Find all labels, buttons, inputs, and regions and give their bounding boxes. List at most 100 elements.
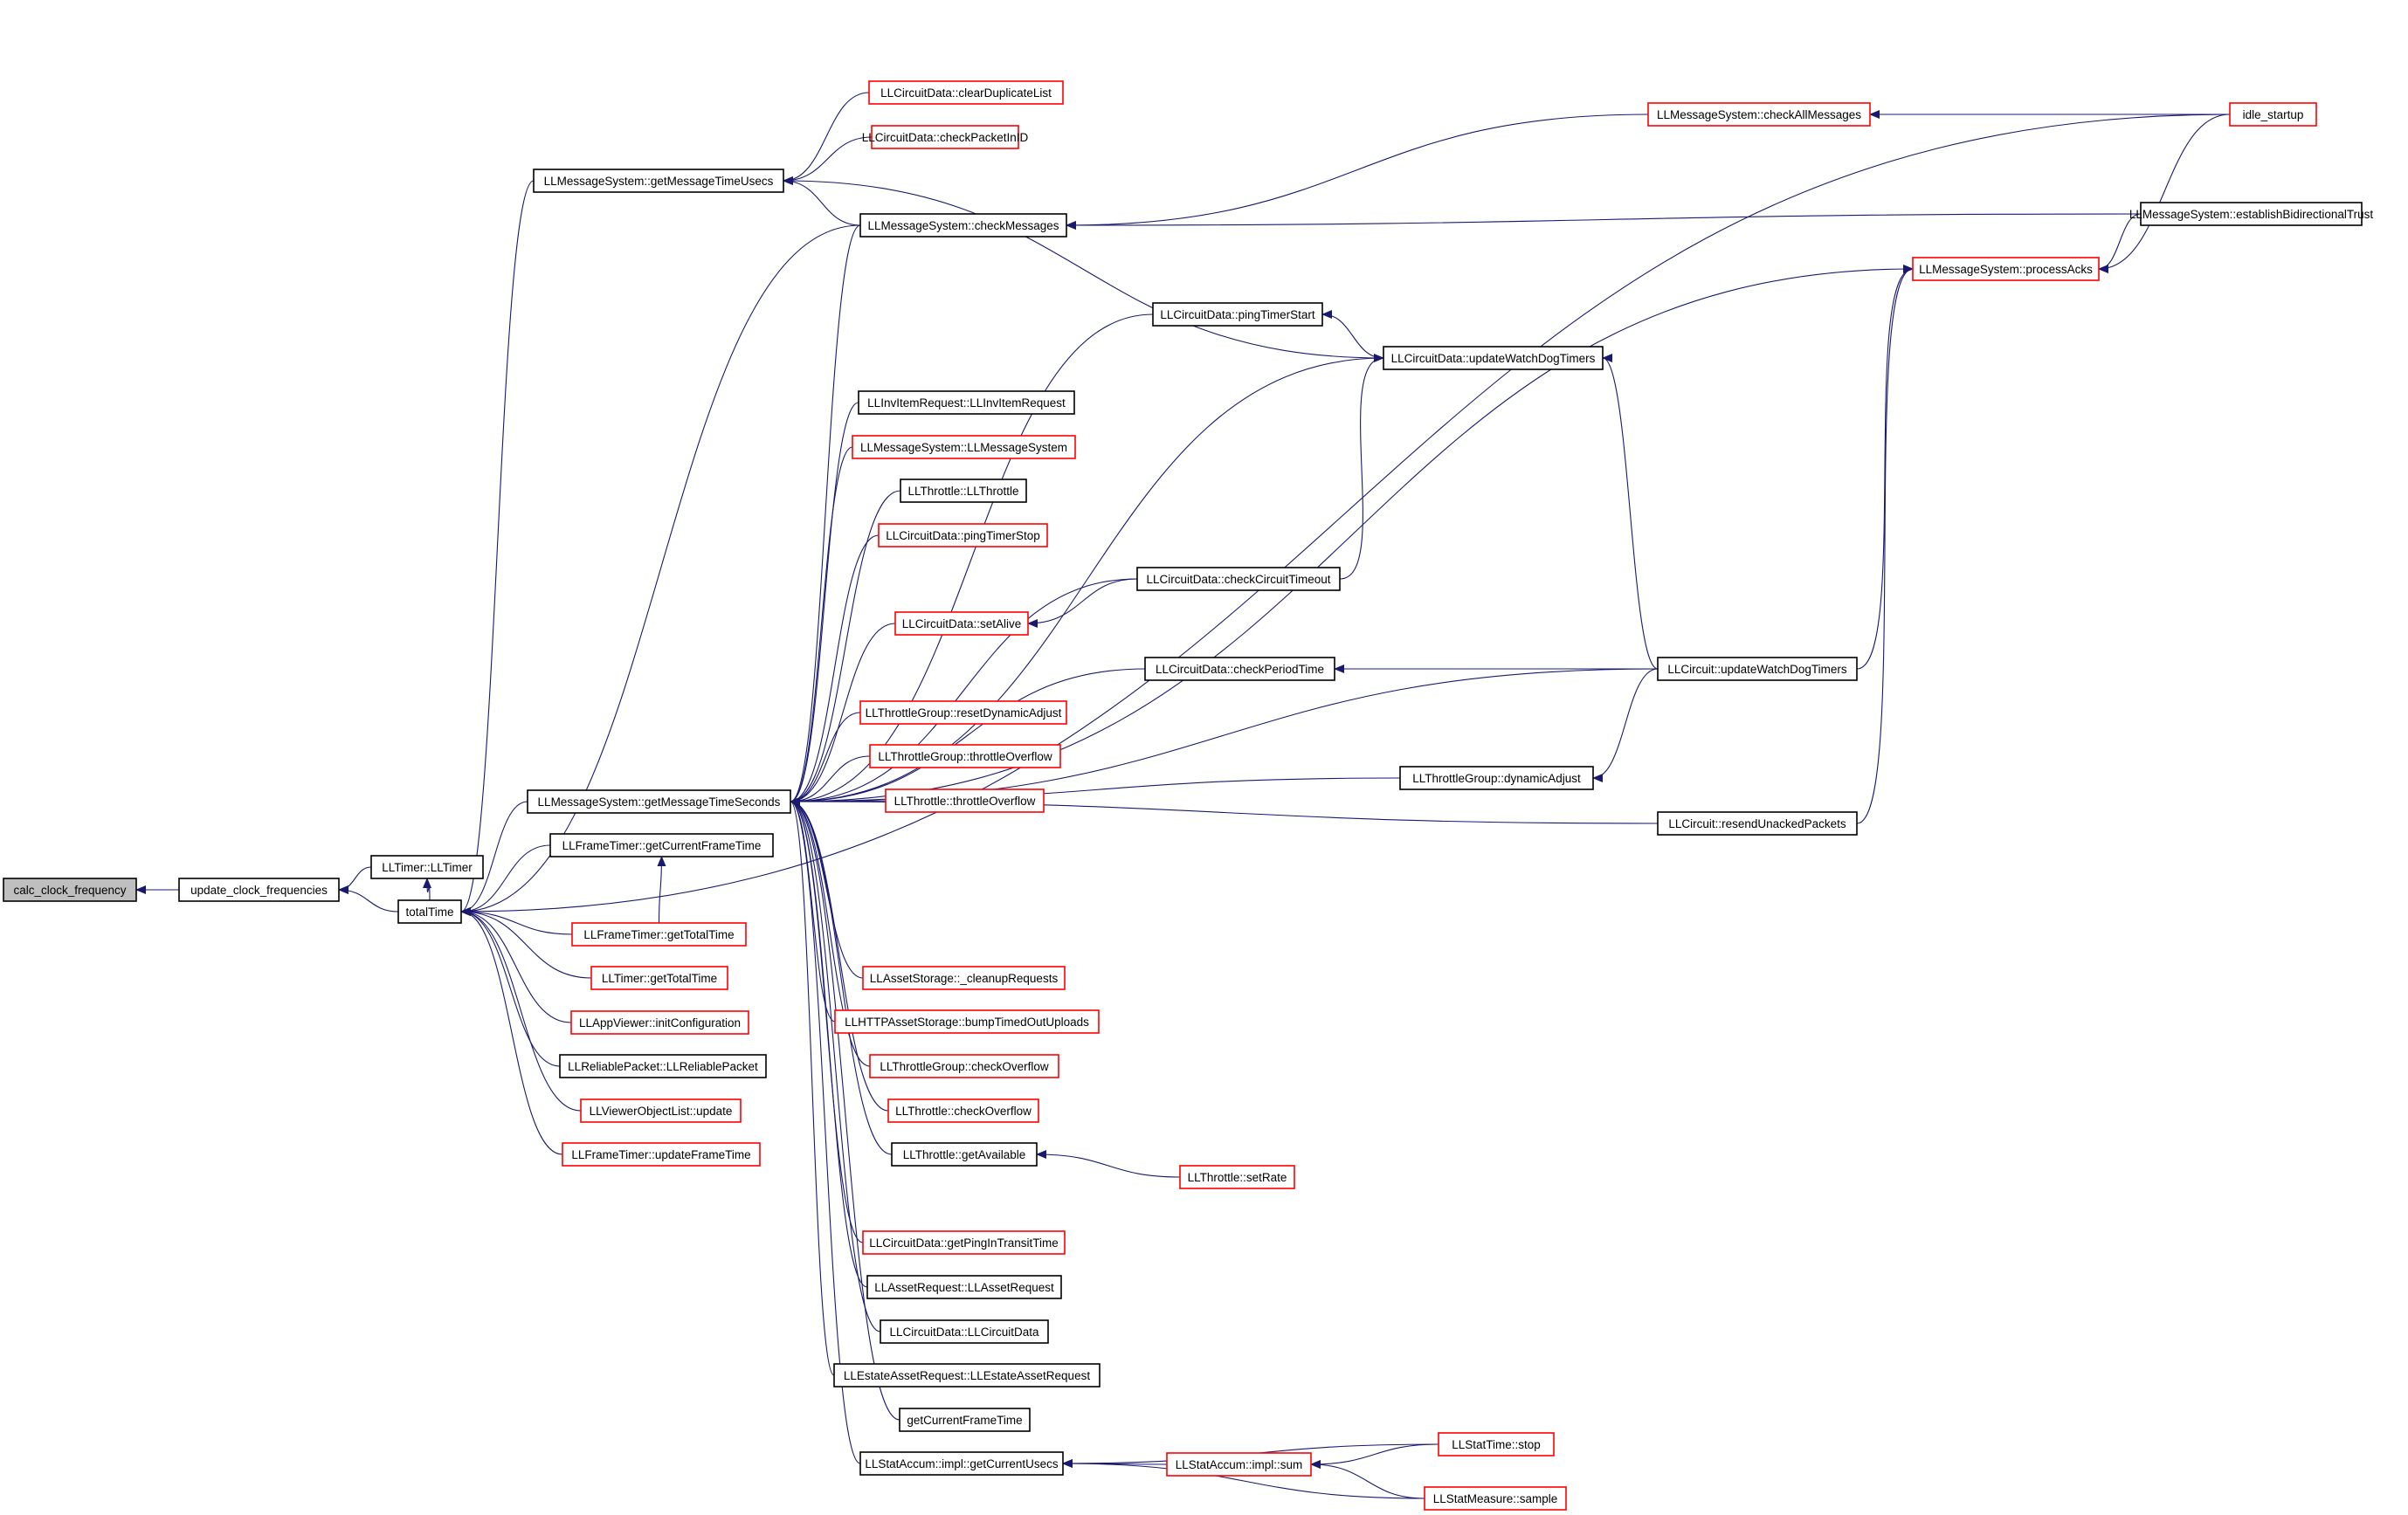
call-edge — [338, 885, 399, 912]
node-box-truncated — [1912, 257, 2100, 281]
graph-node[interactable]: LLThrottle::throttleOverflow — [885, 788, 1045, 813]
graph-node[interactable]: LLThrottleGroup::resetDynamicAdjust — [859, 700, 1067, 725]
call-edge — [783, 92, 870, 185]
graph-node[interactable]: LLViewerObjectList::update — [580, 1098, 742, 1123]
call-edge — [790, 534, 880, 806]
graph-node[interactable]: LLReliablePacket::LLReliablePacket — [559, 1054, 767, 1078]
call-edge — [1310, 1460, 1425, 1499]
graph-node[interactable]: LLThrottle::setRate — [1179, 1165, 1295, 1189]
node-box-truncated — [571, 922, 747, 947]
call-edge — [790, 668, 1146, 806]
graph-node[interactable]: LLTimer::LLTimer — [370, 855, 484, 879]
call-edge — [790, 402, 859, 806]
graph-node[interactable]: LLAppViewer::initConfiguration — [570, 1010, 749, 1035]
node-label: LLStatAccum::impl::sum — [1176, 1458, 1303, 1471]
graph-node[interactable]: getCurrentFrameTime — [899, 1408, 1031, 1432]
call-edge — [460, 907, 582, 1112]
node-label: update_clock_frequencies — [190, 884, 328, 897]
node-label: LLMessageSystem::processAcks — [1919, 263, 2093, 276]
graph-node[interactable]: LLFrameTimer::updateFrameTime — [562, 1142, 761, 1167]
graph-node[interactable]: LLStatAccum::impl::sum — [1166, 1452, 1312, 1477]
node-label: LLFrameTimer::updateFrameTime — [571, 1148, 750, 1161]
graph-node[interactable]: LLEstateAssetRequest::LLEstateAssetReque… — [833, 1363, 1101, 1388]
node-box-truncated — [869, 744, 1061, 768]
node-box-truncated — [834, 1009, 1100, 1034]
node-label: LLAssetStorage::_cleanupRequests — [870, 972, 1059, 985]
graph-node[interactable]: LLCircuitData::setAlive — [894, 611, 1029, 636]
graph-node[interactable]: LLCircuit::resendUnackedPackets — [1657, 811, 1858, 836]
graph-node[interactable]: LLFrameTimer::getTotalTime — [571, 922, 747, 947]
graph-node[interactable]: LLCircuitData::checkPacketInID — [862, 125, 1029, 149]
node-label: LLStatMeasure::sample — [1433, 1492, 1558, 1505]
call-edge — [790, 797, 861, 1464]
node-box-truncated — [862, 1230, 1066, 1255]
graph-node[interactable]: totalTime — [397, 899, 462, 924]
graph-node[interactable]: LLThrottle::LLThrottle — [900, 479, 1027, 503]
graph-node[interactable]: LLCircuitData::checkPeriodTime — [1144, 657, 1335, 681]
graph-node[interactable]: LLInvItemRequest::LLInvItemRequest — [858, 390, 1075, 415]
node-label: LLThrottle::throttleOverflow — [894, 795, 1036, 808]
graph-node[interactable]: idle_startup — [2229, 102, 2317, 127]
graph-node[interactable]: LLTimer::getTotalTime — [590, 966, 728, 990]
node-box — [527, 789, 791, 814]
node-box — [859, 213, 1067, 238]
graph-node[interactable]: LLThrottle::getAvailable — [891, 1142, 1038, 1167]
graph-node[interactable]: LLMessageSystem::establishBidirectionalT… — [2129, 202, 2374, 226]
graph-node[interactable]: LLMessageSystem::processAcks — [1912, 257, 2100, 281]
call-edge — [790, 578, 1138, 806]
node-box — [899, 1408, 1031, 1432]
node-label: calc_clock_frequency — [13, 884, 126, 897]
call-edge — [790, 490, 901, 806]
graph-node[interactable]: LLStatAccum::impl::getCurrentUsecs — [859, 1451, 1064, 1476]
node-label: LLMessageSystem::establishBidirectionalT… — [2129, 208, 2374, 221]
call-edge — [657, 856, 666, 924]
graph-node[interactable]: update_clock_frequencies — [178, 878, 340, 902]
node-box — [833, 1363, 1101, 1388]
node-label: LLFrameTimer::getTotalTime — [583, 928, 734, 941]
graph-node[interactable]: LLAssetStorage::_cleanupRequests — [862, 966, 1066, 990]
graph-node[interactable]: LLFrameTimer::getCurrentFrameTime — [549, 833, 774, 857]
node-box-truncated — [1179, 1165, 1295, 1189]
node-box — [1657, 657, 1858, 681]
graph-node[interactable]: LLCircuitData::checkCircuitTimeout — [1136, 567, 1341, 591]
node-box-truncated — [852, 435, 1076, 459]
node-box-truncated — [1166, 1452, 1312, 1477]
graph-node[interactable]: LLCircuitData::clearDuplicateList — [868, 80, 1064, 105]
graph-node[interactable]: LLHTTPAssetStorage::bumpTimedOutUploads — [834, 1009, 1100, 1034]
node-label: LLThrottle::setRate — [1188, 1171, 1287, 1184]
node-label: idle_startup — [2243, 108, 2304, 121]
node-label: LLMessageSystem::getMessageTimeUsecs — [544, 175, 774, 188]
graph-node[interactable]: LLCircuitData::getPingInTransitTime — [862, 1230, 1066, 1255]
graph-node[interactable]: LLStatMeasure::sample — [1424, 1486, 1567, 1511]
graph-node[interactable]: LLThrottle::checkOverflow — [887, 1098, 1039, 1123]
node-label: LLCircuitData::checkCircuitTimeout — [1146, 573, 1330, 586]
graph-node[interactable]: LLMessageSystem::checkMessages — [859, 213, 1067, 238]
graph-node[interactable]: LLMessageSystem::checkAllMessages — [1647, 102, 1871, 127]
node-label: LLMessageSystem::getMessageTimeSeconds — [538, 795, 781, 809]
call-edge — [460, 907, 561, 1067]
graph-node[interactable]: LLCircuitData::updateWatchDogTimers — [1383, 346, 1604, 370]
graph-node[interactable]: LLThrottleGroup::checkOverflow — [869, 1054, 1059, 1078]
graph-node[interactable]: LLStatTime::stop — [1438, 1432, 1555, 1456]
node-box — [866, 1275, 1062, 1299]
node-label: LLStatTime::stop — [1452, 1438, 1541, 1451]
node-box — [1399, 766, 1594, 790]
node-label: LLCircuitData::updateWatchDogTimers — [1391, 352, 1596, 365]
graph-node[interactable]: LLThrottleGroup::throttleOverflow — [869, 744, 1061, 768]
graph-node[interactable]: LLCircuitData::LLCircuitData — [880, 1319, 1049, 1344]
graph-node[interactable]: LLCircuit::updateWatchDogTimers — [1657, 657, 1858, 681]
graph-node[interactable]: LLCircuitData::pingTimerStop — [878, 523, 1048, 547]
node-box — [1152, 302, 1323, 327]
node-label: LLCircuitData::LLCircuitData — [889, 1326, 1039, 1339]
call-edge — [790, 313, 1154, 806]
node-box — [2140, 202, 2363, 226]
node-box-truncated — [868, 80, 1064, 105]
graph-node[interactable]: LLMessageSystem::getMessageTimeUsecs — [533, 169, 784, 193]
graph-node[interactable]: LLCircuitData::pingTimerStart — [1152, 302, 1323, 327]
graph-node[interactable]: LLMessageSystem::getMessageTimeSeconds — [527, 789, 791, 814]
graph-node[interactable]: LLThrottleGroup::dynamicAdjust — [1399, 766, 1594, 790]
graph-node[interactable]: LLAssetRequest::LLAssetRequest — [866, 1275, 1062, 1299]
graph-node[interactable]: LLMessageSystem::LLMessageSystem — [852, 435, 1076, 459]
node-box — [3, 878, 137, 902]
call-edge — [1062, 1459, 1425, 1499]
